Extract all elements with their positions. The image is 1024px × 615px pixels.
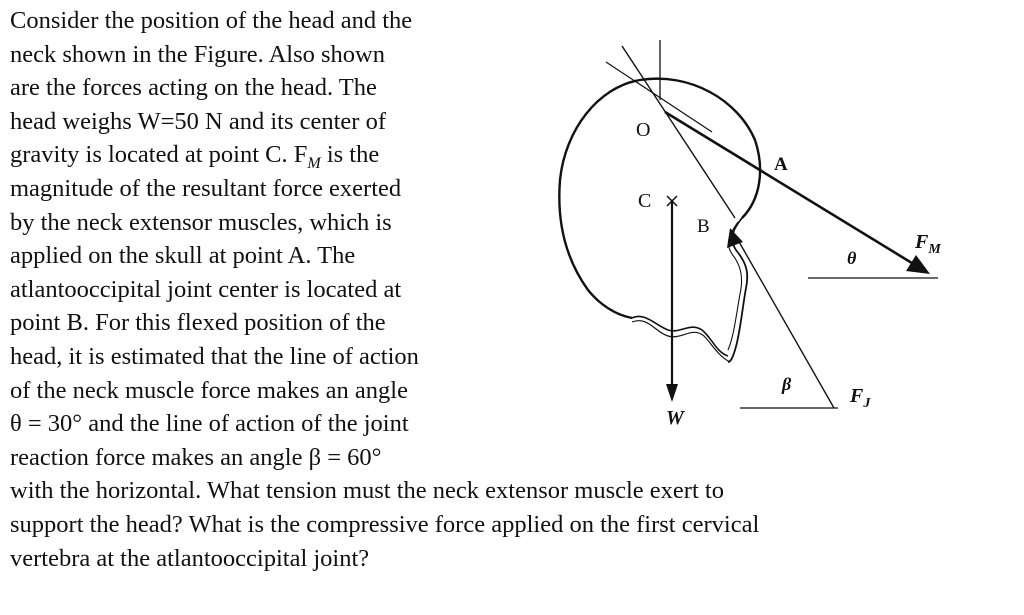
jaw-contour-lower [631,320,731,363]
c-marker [666,195,678,207]
label-fm: FM [914,231,941,257]
label-o: O [636,119,650,141]
text-line: are the forces acting on the head. The [10,74,377,102]
fj-letter: F [849,385,864,407]
label-theta: θ [847,248,857,268]
text-segment: is the [320,141,380,169]
fm-arrowhead [906,255,930,274]
text-line: of the neck muscle force makes an angle [10,376,408,404]
label-a: A [774,154,788,175]
fm-letter: F [914,231,929,253]
text-line: Consider the position of the head and th… [10,7,413,34]
fj-arrowhead [727,228,743,248]
text-line: with the horizontal. What tension must t… [10,477,724,505]
label-fj: FJ [849,385,871,411]
text-line: magnitude of the resultant force exerted [10,174,402,202]
text-line: support the head? What is the compressiv… [10,510,760,538]
line-through-o-1 [621,45,736,219]
label-b: B [697,216,710,237]
fj-sub: J [862,396,871,411]
text-line: point B. For this flexed position of the [10,309,386,337]
text-line: applied on the skull at point A. The [10,242,356,270]
muscle-force-line [664,110,921,270]
head-neck-figure: O C A B θ β W FM FJ [558,40,941,429]
label-beta: β [781,374,792,394]
text-line-fm: gravity is located at point C. FM is the [10,138,759,172]
text-line: neck shown in the Figure. Also shown [10,40,385,68]
label-c: C [638,190,651,212]
fm-subscript: M [307,155,321,173]
text-line: head, it is estimated that the line of a… [10,342,419,370]
weight-arrowhead [666,384,678,402]
text-line: by the neck extensor muscles, which is [10,208,392,236]
skull-outline [558,77,762,320]
problem-text: Consider the position of the head and th… [10,4,759,575]
jaw-contour [631,315,729,357]
text-line: head weighs W=50 N and its center of [10,107,386,135]
label-w: W [666,407,685,429]
line-through-o-2 [605,61,713,133]
text-line: reaction force makes an angle β = 60° [10,443,382,471]
text-segment: gravity is located at point C. F [10,141,308,169]
fm-sub: M [927,242,941,257]
joint-force-line [737,239,835,409]
text-line: θ = 30° and the line of action of the jo… [10,410,409,438]
text-line: atlantooccipital joint center is located… [10,275,402,303]
text-line: vertebra at the atlantooccipital joint? [10,544,370,572]
